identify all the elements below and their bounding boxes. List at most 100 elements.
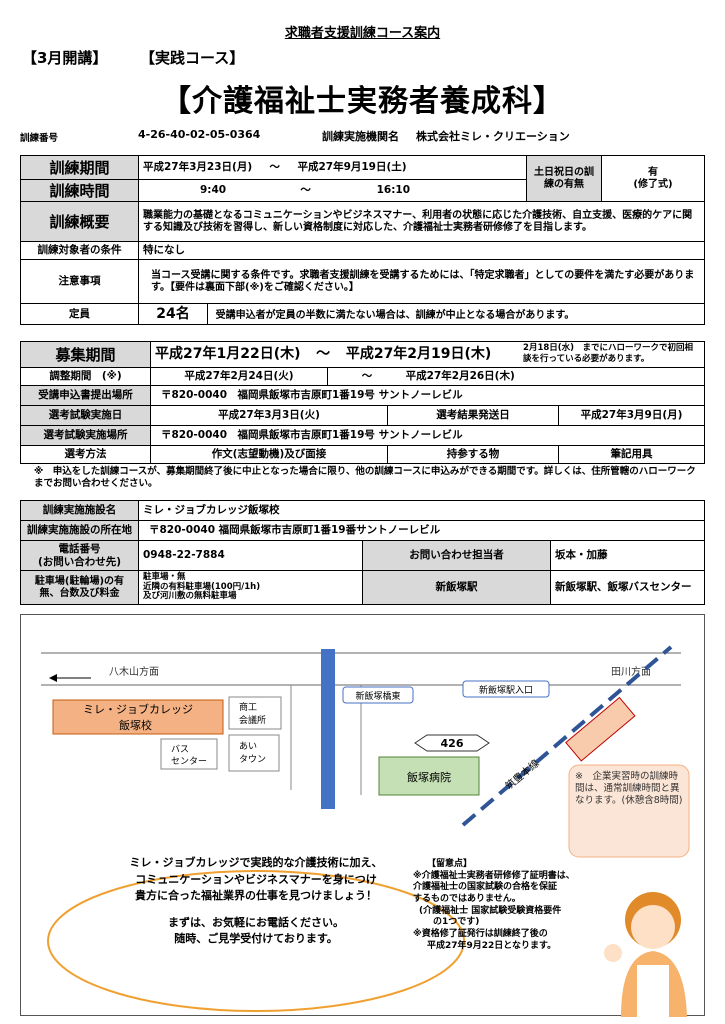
promo-line-4: まずは、お気軽にお電話ください。 xyxy=(168,915,344,929)
adjust-footnote: ※ 申込をした訓練コースが、募集期間終了後に中止となった場合に限り、他の訓練コー… xyxy=(34,466,696,489)
organization-label: 訓練実施機関名 xyxy=(322,130,399,143)
training-number-value: 4-26-40-02-05-0364 xyxy=(138,128,261,141)
adjust-range: ～ 平成27年2月26日(木) xyxy=(326,367,706,386)
holiday-label: 土日祝日の訓練の有無 xyxy=(526,155,602,202)
left-arrow-icon xyxy=(49,674,57,682)
period-start: 平成27年3月23日(月) xyxy=(143,161,253,174)
period-tilde: ～ xyxy=(269,161,281,174)
address-value: 〒820-0040 福岡県飯塚市吉原町1番19番サントノーレビル xyxy=(138,520,705,541)
recruit-value: 平成27年1月22日(木) ～ 平成27年2月19日(木) 2月18日(水) ま… xyxy=(149,341,706,368)
phone-value: 0948-22-7884 xyxy=(138,540,363,571)
school-building xyxy=(52,699,224,735)
capacity-row: 24名 受講申込者が定員の半数に満たない場合は、訓練が中止となる場合があります。 xyxy=(138,303,705,325)
notice-box: 【留意点】 ※介護福祉士実務者研修修了証明書は、 介護福祉士の国家試験の合格を保… xyxy=(413,859,613,953)
time-label: 訓練時間 xyxy=(20,179,139,202)
result-label: 選考結果発送日 xyxy=(387,405,559,426)
period-label: 訓練期間 xyxy=(20,155,139,180)
practice-callout xyxy=(568,764,690,858)
school-line2: 飯塚校 xyxy=(119,718,152,732)
character-apron xyxy=(637,965,669,1017)
address-label: 訓練実施施設の所在地 xyxy=(20,520,139,541)
target-label: 訓練対象者の条件 xyxy=(20,241,139,260)
recruit-note: 2月18日(水) までにハローワークで初回相談を行っている必要があります。 xyxy=(523,343,694,364)
bus-label-1: バス xyxy=(171,744,189,755)
dir-left: 八木山方面 xyxy=(109,665,159,678)
promo-line-1: ミレ・ジョブカレッジで実践的な介護技術に加え、 xyxy=(129,856,383,869)
recruit-start: 平成27年1月22日(木) xyxy=(155,346,301,363)
caution-label: 注意事項 xyxy=(20,259,139,304)
station-value: 新飯塚駅、飯塚バスセンター xyxy=(550,570,705,605)
page-title: 求職者支援訓練コース案内 xyxy=(284,26,441,41)
promo-line-3: 貴方に合った福祉業界の仕事を見つけましょう！ xyxy=(135,889,377,902)
time-end: 16:10 xyxy=(376,184,411,197)
station-marker xyxy=(565,696,636,762)
access-map: 八木山方面 田川方面 新飯塚橋東 新飯塚駅入口 ミレ・ジョブカレッジ 飯塚校 商… xyxy=(20,614,705,1017)
entrance-sign xyxy=(462,680,550,698)
time-tilde: ～ xyxy=(300,184,311,197)
training-number-label: 訓練番号 xyxy=(20,133,59,144)
notice-line-7: 平成27年9月22日となります。 xyxy=(427,940,557,951)
adjust-end: 平成27年2月26日(木) xyxy=(405,370,515,383)
exam-place-value: 〒820-0040 福岡県飯塚市吉原町1番19号 サントノーレビル xyxy=(149,425,706,446)
method-label: 選考方法 xyxy=(20,445,151,464)
notice-line-1: ※介護福祉士実務者研修修了証明書は、 xyxy=(413,870,575,881)
period-end: 平成27年9月19日(土) xyxy=(297,161,407,174)
apply-place-label: 受講申込書提出場所 xyxy=(20,385,151,406)
notice-line-5: の1つです) xyxy=(433,917,480,928)
commerce-building xyxy=(228,696,282,730)
notice-line-2: 介護福祉士の国家試験の合格を保証 xyxy=(413,882,558,893)
contact-value: 坂本・加藤 xyxy=(550,540,705,571)
facility-label: 訓練実施施設名 xyxy=(20,500,139,521)
map-drawing: 八木山方面 田川方面 新飯塚橋東 新飯塚駅入口 ミレ・ジョブカレッジ 飯塚校 商… xyxy=(41,645,690,1017)
exam-date-label: 選考試験実施日 xyxy=(20,405,151,426)
organization-value: 株式会社ミレ・クリエーション xyxy=(416,130,570,143)
contact-label: お問い合わせ担当者 xyxy=(362,540,551,571)
phone-label: 電話番号 (お問い合わせ先) xyxy=(20,540,139,571)
practice-note: ※ 企業実習時の訓練時間は、通常訓練時間と異なります。(休憩含8時間) xyxy=(575,771,683,806)
bus-center-building xyxy=(160,738,218,770)
hospital-label: 飯塚病院 xyxy=(407,770,451,784)
training-info-table: 訓練期間 平成27年3月23日(月) ～ 平成27年9月19日(土) 土日祝日の… xyxy=(20,155,705,325)
dir-right: 田川方面 xyxy=(611,665,651,678)
capacity-value: 24名 xyxy=(140,304,208,324)
bus-label-2: センター xyxy=(171,756,207,767)
notice-line-6: ※資格修了証発行は訓練終了後の xyxy=(413,929,548,940)
time-value: 9:40 ～ 16:10 xyxy=(138,179,527,202)
station-box xyxy=(565,696,636,762)
bring-label: 持参する物 xyxy=(387,445,559,464)
course-title: 【介護福祉士実務者養成科】 xyxy=(161,84,564,119)
commerce-label-2: 会議所 xyxy=(239,714,266,726)
school-line1: ミレ・ジョブカレッジ xyxy=(83,702,193,716)
outline-label: 訓練概要 xyxy=(20,201,139,242)
bring-value: 筆記用具 xyxy=(557,445,706,464)
promo-text: ミレ・ジョブカレッジで実践的な介護技術に加え、 コミュニケーションやビジネスマナ… xyxy=(61,855,451,948)
capacity-note: 受講申込者が定員の半数に満たない場合は、訓練が中止となる場合があります。 xyxy=(215,310,575,321)
month-tag: 【3月開講】 xyxy=(22,49,108,67)
recruit-label: 募集期間 xyxy=(20,341,151,368)
promo-line-2: コミュニケーションやビジネスマナーを身につけ xyxy=(135,872,377,886)
result-value: 平成27年3月9日(月) xyxy=(557,405,706,426)
bridge-sign xyxy=(342,686,414,704)
bridge-label: 新飯塚橋東 xyxy=(355,690,400,702)
adjust-label: 調整期間 (※) xyxy=(20,367,151,386)
notice-line-3: するものではありません。 xyxy=(413,894,521,905)
character-face xyxy=(631,905,675,949)
caregiver-character xyxy=(604,892,687,1017)
target-value: 特になし xyxy=(138,241,705,260)
commerce-label-1: 商工 xyxy=(239,701,257,713)
time-start: 9:40 xyxy=(199,184,227,197)
course-tag: 【実践コース】 xyxy=(140,49,245,67)
river-bar xyxy=(321,649,335,809)
railway-line xyxy=(461,645,673,827)
town-building xyxy=(228,734,280,772)
station-label: 新飯塚駅 xyxy=(362,570,551,605)
facility-value: ミレ・ジョブカレッジ飯塚校 xyxy=(138,500,705,521)
promo-line-5: 随時、ご見学受付けております。 xyxy=(174,932,338,945)
hospital-building xyxy=(378,756,480,796)
facility-table: 訓練実施施設名 ミレ・ジョブカレッジ飯塚校 訓練実施施設の所在地 〒820-00… xyxy=(20,500,705,605)
period-value: 平成27年3月23日(月) ～ 平成27年9月19日(土) xyxy=(138,155,527,180)
capacity-label: 定員 xyxy=(20,303,139,325)
parking-value: 駐車場・無 近隣の有料駐車場(100円/1h) 及び河川敷の無料駐車場 xyxy=(138,570,363,605)
route-sign xyxy=(414,734,490,752)
outline-value: 職業能力の基礎となるコミュニケーションやビジネスマナー、利用者の状態に応じた介護… xyxy=(138,201,705,242)
